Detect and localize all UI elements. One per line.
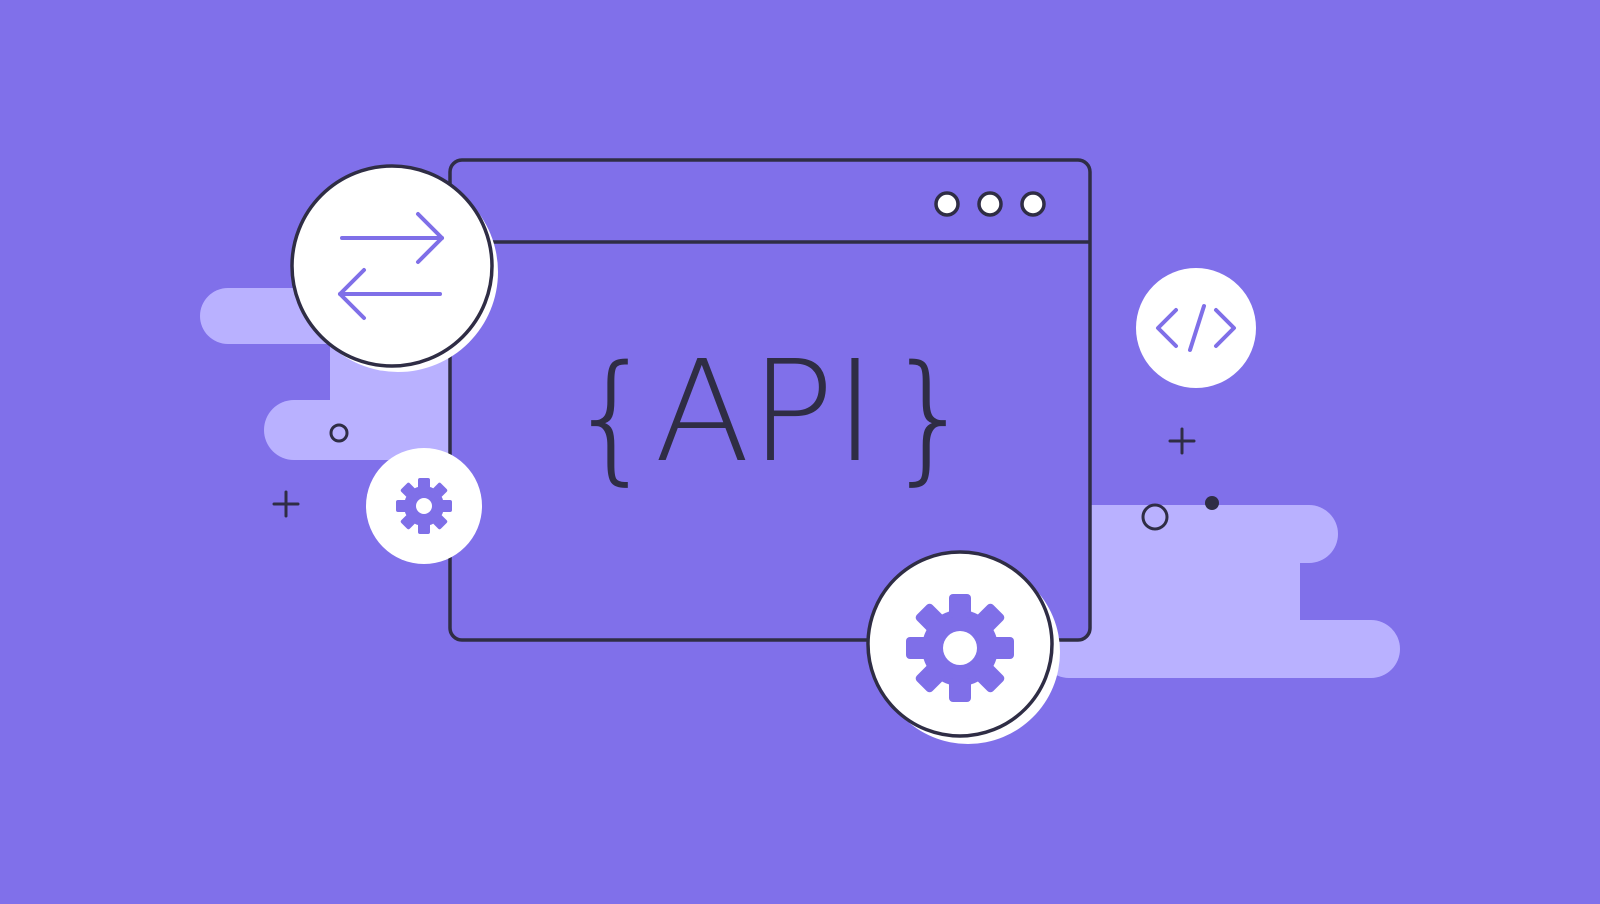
code-icon	[1136, 268, 1256, 388]
ring-right	[1141, 503, 1169, 531]
decorations	[272, 423, 1196, 531]
window-dot	[1020, 191, 1046, 217]
window-dot	[977, 191, 1003, 217]
brace-close: }	[885, 336, 974, 499]
small-ring	[329, 423, 349, 443]
window-dots	[934, 191, 1046, 217]
api-label: API	[654, 331, 875, 494]
large-gear-icon	[866, 550, 1060, 744]
plus-sign-left	[272, 490, 300, 518]
right-cloud	[1040, 505, 1400, 678]
plus-sign-right	[1168, 427, 1196, 455]
browser-window	[448, 158, 1092, 642]
small-gear-icon	[366, 448, 482, 564]
swap-arrows-icon	[290, 164, 498, 372]
dot-right	[1205, 496, 1219, 510]
window-dot	[934, 191, 960, 217]
brace-open: {	[567, 336, 656, 499]
